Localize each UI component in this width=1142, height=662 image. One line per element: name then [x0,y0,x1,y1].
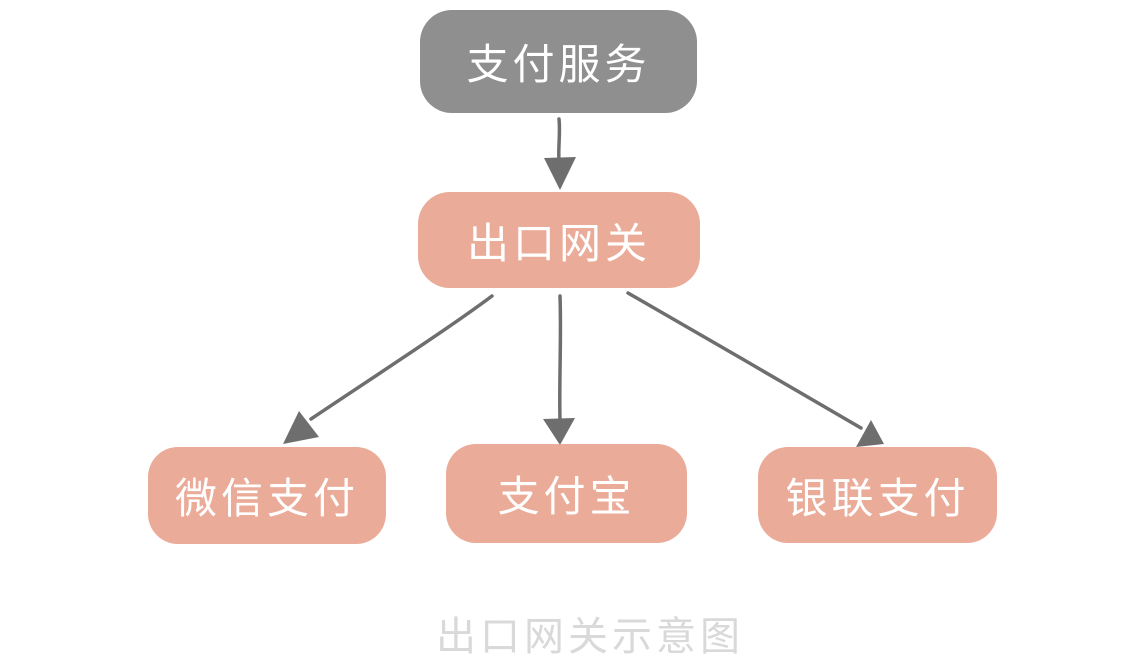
node-alipay: 支付宝 [446,444,687,543]
node-wechat-pay-label: 微信支付 [174,475,359,522]
node-unionpay-label: 银联支付 [785,474,970,522]
node-unionpay: 银联支付 [758,447,997,543]
arrow-exit-gateway-to-alipay [543,294,575,445]
diagram-caption: 出口网关示意图 [436,615,744,659]
arrow-exit-gateway-to-unionpay [626,291,884,447]
arrow-payment-service-to-exit-gateway [544,117,576,190]
node-exit-gateway: 出口网关 [418,192,700,288]
node-exit-gateway-label: 出口网关 [466,219,651,267]
node-alipay-label: 支付宝 [497,473,636,520]
node-wechat-pay: 微信支付 [148,447,386,544]
node-payment-service-label: 支付服务 [466,41,651,88]
node-payment-service: 支付服务 [420,10,697,113]
arrow-exit-gateway-to-wechat-pay [283,294,494,444]
